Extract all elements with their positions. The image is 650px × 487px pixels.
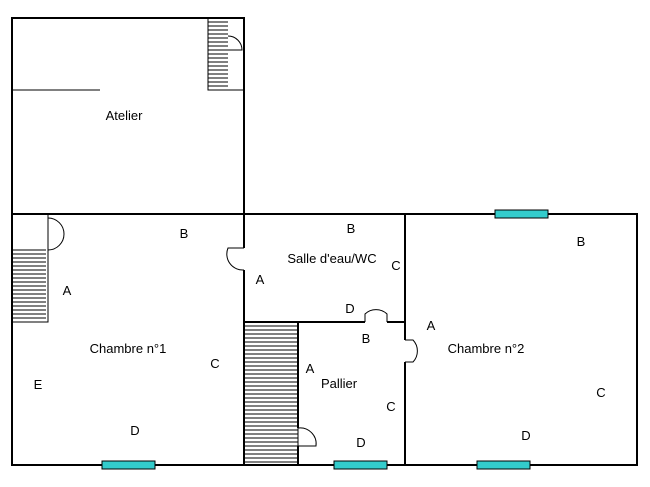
stairs-icon <box>243 321 299 466</box>
windows <box>101 209 549 470</box>
room-label-chambre1: Chambre n°1 <box>90 341 167 356</box>
door-swing-icon <box>47 217 65 251</box>
lower-outline <box>11 213 638 466</box>
wall-letter-chambre2-b: B <box>577 234 586 249</box>
door-swing-icon <box>405 339 418 363</box>
stairs-icon <box>11 213 49 323</box>
wall-letter-chambre1-d: D <box>130 423 139 438</box>
walls <box>11 17 638 466</box>
wall-letter-pallier-a: A <box>306 361 315 376</box>
wall-letter-chambre1-c: C <box>210 356 219 371</box>
door-swing-icon <box>227 35 243 51</box>
door-swing-icon <box>226 247 245 271</box>
wall-letter-salle-b: B <box>347 221 356 236</box>
window-icon <box>494 209 549 219</box>
room-label-atelier: Atelier <box>106 108 144 123</box>
stairs-icon <box>207 17 245 91</box>
wall-letter-pallier-d: D <box>356 435 365 450</box>
wall-letters: A B C D E A B C D A B C D A B C D <box>34 221 606 450</box>
wall-letter-chambre2-a: A <box>427 318 436 333</box>
room-names: Atelier Chambre n°1 Salle d'eau/WC Palli… <box>90 108 525 391</box>
door-swing-icon <box>364 309 388 322</box>
room-label-chambre2: Chambre n°2 <box>448 341 525 356</box>
wall-letter-pallier-b: B <box>362 331 371 346</box>
wall-letter-salle-d: D <box>345 301 354 316</box>
wall-letter-chambre2-c: C <box>596 385 605 400</box>
window-icon <box>476 460 531 470</box>
wall-letter-chambre1-b: B <box>180 226 189 241</box>
wall-letter-chambre1-e: E <box>34 377 43 392</box>
wall-letter-salle-c: C <box>391 258 400 273</box>
wall-letter-salle-a: A <box>256 272 265 287</box>
doors <box>47 35 418 447</box>
window-icon <box>333 460 388 470</box>
wall-letter-pallier-c: C <box>386 399 395 414</box>
room-label-pallier: Pallier <box>321 376 358 391</box>
wall-letter-chambre2-d: D <box>521 428 530 443</box>
door-swing-icon <box>297 427 317 447</box>
wall-letter-chambre1-a: A <box>63 283 72 298</box>
room-label-salle: Salle d'eau/WC <box>287 251 376 266</box>
window-icon <box>101 460 156 470</box>
